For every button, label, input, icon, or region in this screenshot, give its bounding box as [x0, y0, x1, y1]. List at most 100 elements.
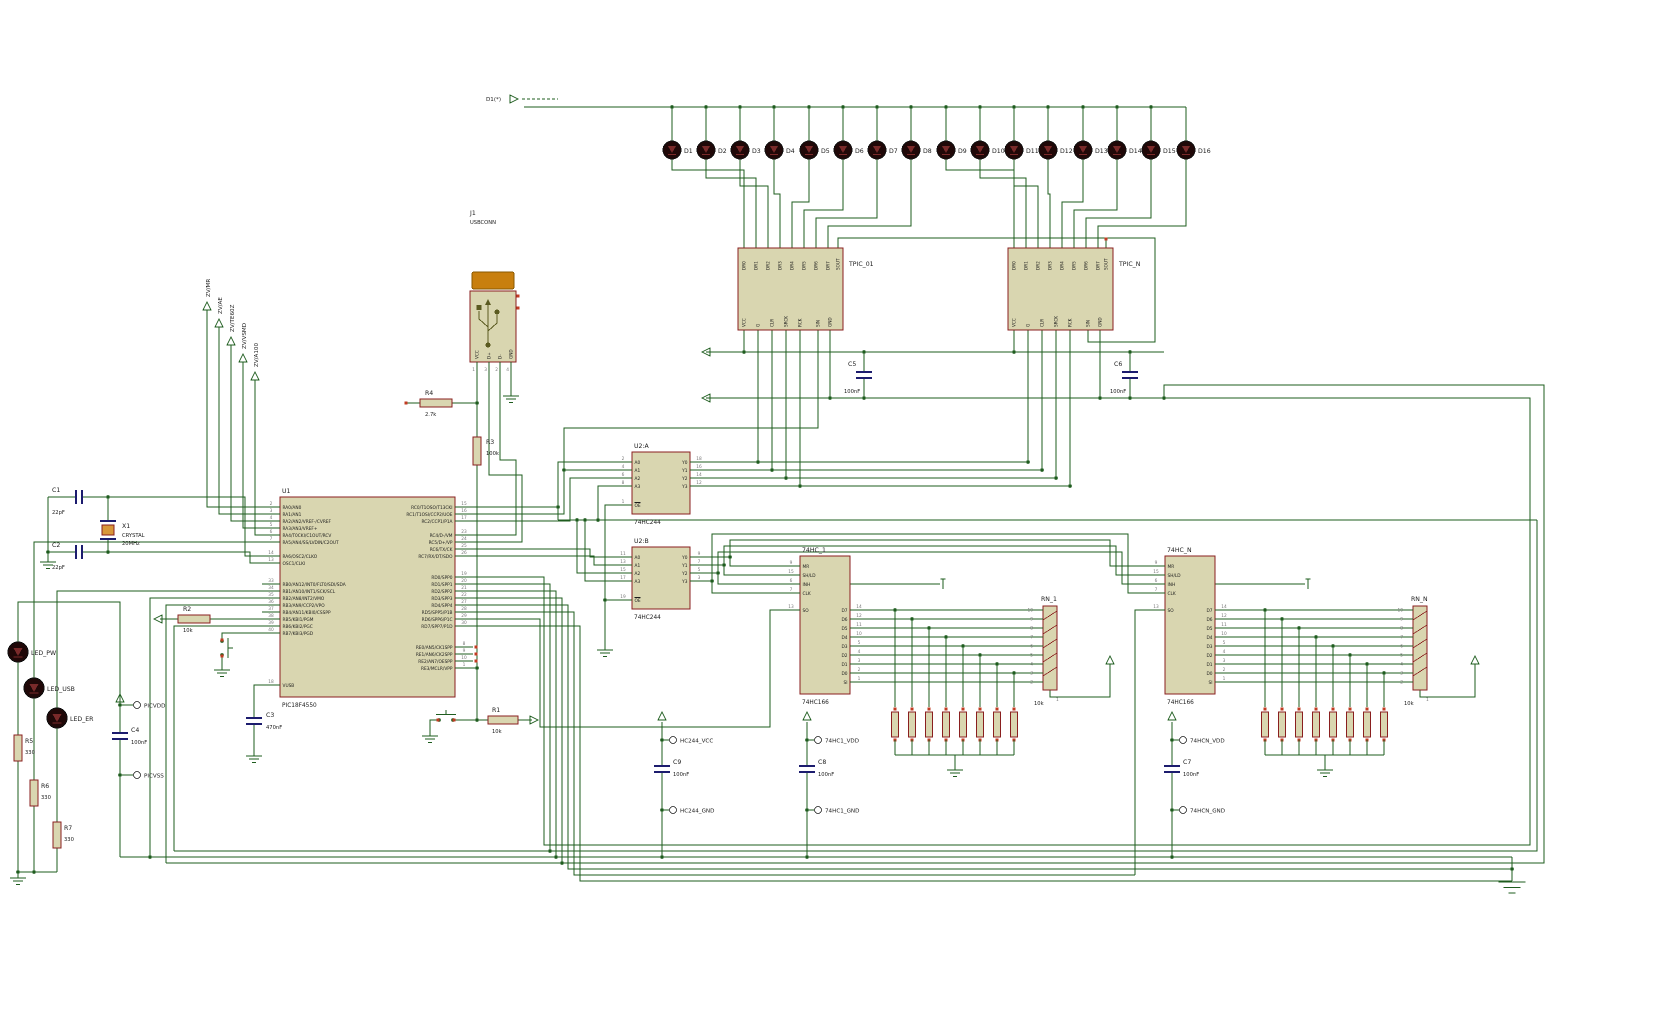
- led-D5[interactable]: [799, 140, 819, 160]
- wire[interactable]: [473, 604, 1512, 870]
- wire[interactable]: [253, 684, 262, 718]
- wire[interactable]: [165, 604, 262, 863]
- switch[interactable]: [1295, 707, 1303, 742]
- wire[interactable]: [584, 520, 614, 582]
- wire[interactable]: [473, 555, 614, 566]
- ic-U2:A[interactable]: U2:A74HC2442A04A16A28A31OE18Y016Y114Y212…: [614, 443, 708, 526]
- terminal-74HC1_GND[interactable]: 74HC1_GND: [814, 806, 860, 815]
- wire[interactable]: [729, 539, 1147, 567]
- wire[interactable]: [837, 237, 1156, 343]
- wire[interactable]: [17, 601, 121, 733]
- wire[interactable]: [739, 159, 769, 248]
- terminal-PICVDD[interactable]: PICVDD: [133, 701, 166, 710]
- switch[interactable]: [1312, 707, 1320, 742]
- wire[interactable]: [33, 541, 262, 678]
- power-terminal[interactable]: [700, 347, 711, 357]
- wire[interactable]: [473, 461, 614, 508]
- wire[interactable]: [705, 159, 757, 248]
- wire[interactable]: [815, 159, 878, 248]
- switch[interactable]: [1278, 707, 1286, 742]
- wire[interactable]: [1419, 664, 1476, 698]
- switch[interactable]: [1261, 707, 1269, 742]
- wire[interactable]: [473, 625, 1512, 882]
- ground-symbol[interactable]: [40, 561, 56, 569]
- wire[interactable]: [708, 564, 782, 576]
- led-D4[interactable]: [764, 140, 784, 160]
- ground-symbol[interactable]: [947, 769, 963, 777]
- wire[interactable]: [1061, 159, 1084, 248]
- net-label[interactable]: ZV/AE: [218, 297, 224, 314]
- ground-symbol[interactable]: [422, 735, 438, 743]
- switch[interactable]: [1010, 707, 1018, 742]
- wire[interactable]: [827, 159, 912, 248]
- switch[interactable]: [1329, 707, 1337, 742]
- logic-level-flag[interactable]: [1305, 578, 1311, 589]
- wire[interactable]: [473, 590, 557, 857]
- switch[interactable]: [1346, 707, 1354, 742]
- terminal-HC244_VCC[interactable]: HC244_VCC: [669, 736, 714, 745]
- power-terminal[interactable]: [152, 614, 163, 624]
- net-label[interactable]: ZV/A100: [254, 343, 260, 367]
- terminal-74HC1_VDD[interactable]: 74HC1_VDD: [814, 736, 860, 745]
- led-LED_PW[interactable]: LED_PW: [7, 641, 56, 663]
- wire[interactable]: [576, 520, 614, 574]
- wire[interactable]: [108, 496, 262, 557]
- wire[interactable]: [473, 597, 563, 863]
- wire[interactable]: [604, 504, 614, 650]
- terminal-74HCN_GND[interactable]: 74HCN_GND: [1179, 806, 1226, 815]
- led-D12[interactable]: [1038, 140, 1058, 160]
- led-D9[interactable]: [936, 140, 956, 160]
- resistor-R4[interactable]: R42.7k: [419, 390, 453, 418]
- led-D14[interactable]: [1107, 140, 1127, 160]
- wire[interactable]: [108, 551, 262, 564]
- led-D16[interactable]: [1176, 140, 1196, 160]
- power-terminal[interactable]: [115, 692, 125, 703]
- switch[interactable]: [959, 707, 967, 742]
- led-D11[interactable]: [1004, 140, 1024, 160]
- power-terminal[interactable]: [226, 335, 236, 346]
- wire[interactable]: [1085, 159, 1152, 248]
- net-label[interactable]: D1(*): [486, 97, 501, 103]
- wire[interactable]: [473, 469, 614, 515]
- wire[interactable]: [473, 477, 614, 522]
- wire[interactable]: [254, 380, 262, 536]
- ground-symbol[interactable]: [503, 395, 519, 403]
- power-terminal[interactable]: [509, 94, 520, 104]
- wire[interactable]: [173, 625, 262, 851]
- led-LED_ER[interactable]: LED_ER: [46, 707, 94, 729]
- wire[interactable]: [174, 520, 1538, 852]
- power-terminal[interactable]: [214, 317, 224, 328]
- power-terminal[interactable]: [802, 710, 812, 721]
- wire[interactable]: [218, 327, 262, 515]
- wire[interactable]: [717, 551, 1147, 585]
- power-terminal[interactable]: [202, 300, 212, 311]
- ground-symbol[interactable]: [1317, 769, 1333, 777]
- wire[interactable]: [597, 485, 614, 520]
- wire[interactable]: [221, 632, 262, 640]
- wire[interactable]: [708, 556, 782, 567]
- wire[interactable]: [1047, 159, 1051, 248]
- wire[interactable]: [166, 384, 1545, 864]
- power-terminal[interactable]: [700, 393, 711, 403]
- logic-level-flag[interactable]: [940, 578, 946, 589]
- wire[interactable]: [803, 159, 844, 248]
- power-terminal[interactable]: [1167, 710, 1177, 721]
- switch[interactable]: [925, 707, 933, 742]
- wire[interactable]: [1013, 159, 1039, 248]
- wire[interactable]: [56, 590, 262, 708]
- wire[interactable]: [1097, 159, 1187, 248]
